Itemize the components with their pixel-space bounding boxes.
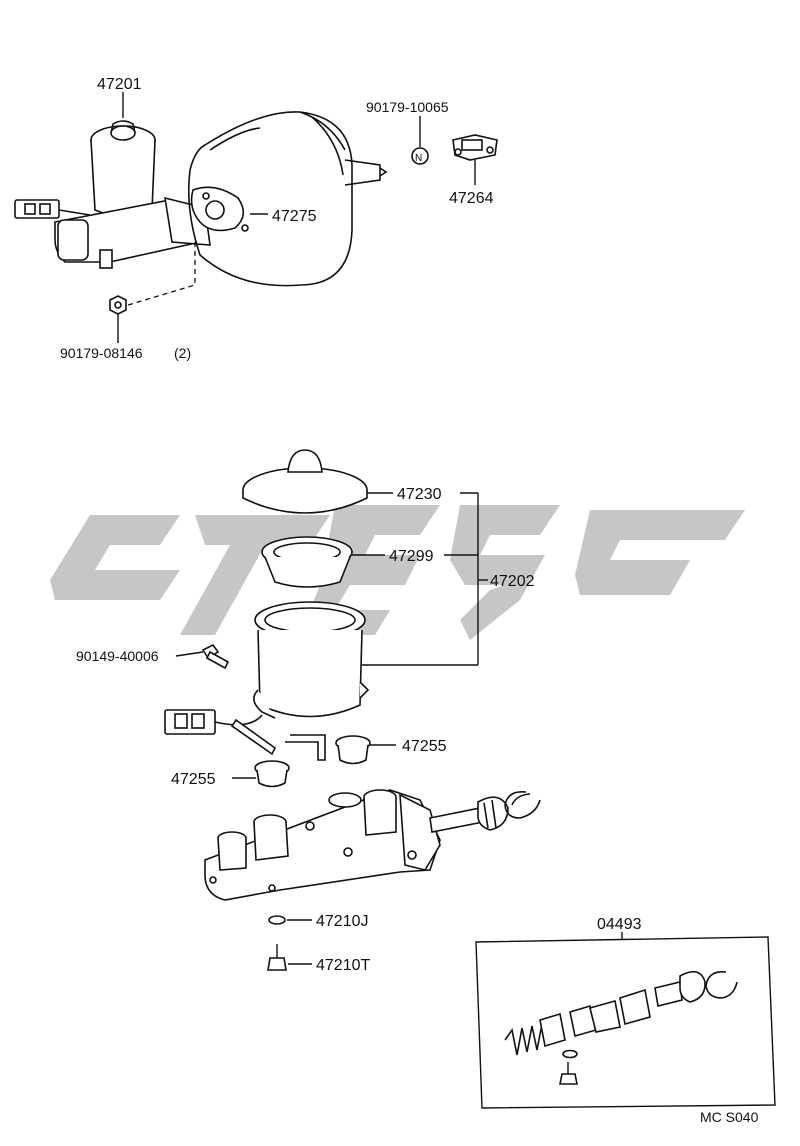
reservoir-strainer-47299 [261,536,385,588]
label-47264: 47264 [449,190,494,207]
reservoir-cap-47230 [242,449,393,514]
master-cylinder-assembly-top [14,120,211,269]
nut-90179-08146 [109,242,196,343]
nut-symbol: N [415,153,422,164]
diagram-code: MC S040 [700,1109,759,1125]
label-47210J: 47210J [316,913,369,930]
nut-90179-10065: N [411,116,429,165]
repair-kit-04493 [475,932,776,1109]
label-47230: 47230 [397,486,442,503]
label-90179-08146: 90179-08146 [60,345,143,361]
label-04493: 04493 [597,916,642,933]
label-47255-a: 47255 [402,738,447,755]
label-47299: 47299 [389,548,434,565]
label-90179-08146-qty: (2) [174,345,191,361]
watermark-logo [50,505,745,640]
master-cylinder-body [204,789,541,901]
label-47210T: 47210T [316,957,370,974]
label-47202: 47202 [490,573,535,590]
label-47201: 47201 [97,76,142,93]
washer-47210J [268,915,312,925]
brake-booster [187,111,388,287]
grommet-47255-a [335,735,396,765]
label-90179-10065: 90179-10065 [366,99,449,115]
screw-90149-40006 [175,643,230,670]
clip-47264 [452,134,498,185]
bracket-47202 [444,492,488,665]
label-90149-40006: 90149-40006 [76,648,159,664]
reservoir-body [253,601,478,719]
grommet-47255-b [232,760,290,788]
bolt-47210T [267,944,312,971]
level-switch-connector [164,709,326,761]
label-47255-b: 47255 [171,771,216,788]
label-47275: 47275 [272,208,317,225]
